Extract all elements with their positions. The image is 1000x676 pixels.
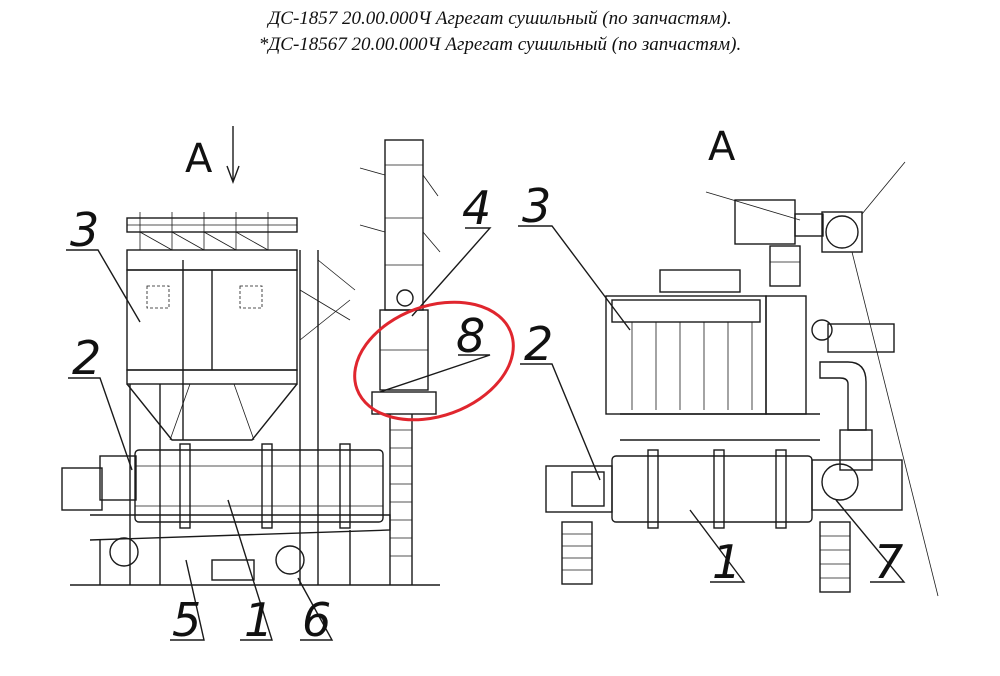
highlight-ring-item-8: [353, 300, 515, 422]
callout-7: 7: [874, 535, 903, 589]
left-view-label: А: [185, 136, 213, 182]
callout-2-right: 2: [524, 317, 553, 371]
callout-2-left: 2: [72, 331, 101, 385]
callout-3-left: 3: [70, 203, 99, 257]
left-leader-lines: [66, 227, 492, 641]
callout-1-right: 1: [712, 535, 741, 589]
rotary-drum: [61, 443, 384, 529]
rotary-drum-front: [545, 449, 903, 529]
right-view-label: А: [708, 124, 736, 170]
section-line-long: [851, 251, 939, 597]
section-line-top: [861, 161, 906, 215]
callout-8: 8: [456, 309, 485, 363]
exhaust-stack: [359, 139, 441, 415]
hot-gas-duct: [811, 319, 895, 501]
filter-housing-front: [605, 269, 820, 441]
callout-1-left: 1: [244, 593, 273, 647]
callout-3-right: 3: [522, 179, 551, 233]
fan-leader: [705, 191, 801, 221]
view-direction-arrow-icon: [226, 126, 240, 184]
drum-base: [89, 514, 391, 585]
drawing-title-line-2: *ДС-18567 20.00.000Ч Агрегат сушильный (…: [258, 34, 742, 55]
exhaust-fan: [734, 199, 863, 287]
left-view: А: [61, 126, 515, 647]
right-leader-lines: [518, 225, 906, 583]
support-frame: [129, 250, 356, 585]
right-stairs: [561, 521, 851, 593]
access-ladder: [389, 414, 413, 585]
right-view: А: [518, 124, 939, 597]
callout-4: 4: [462, 181, 491, 235]
filter-housing: [126, 212, 298, 441]
callout-5: 5: [172, 593, 201, 647]
drawing-title-line-1: ДС-1857 20.00.000Ч Агрегат сушильный (по…: [268, 8, 732, 29]
callout-6: 6: [302, 593, 331, 647]
